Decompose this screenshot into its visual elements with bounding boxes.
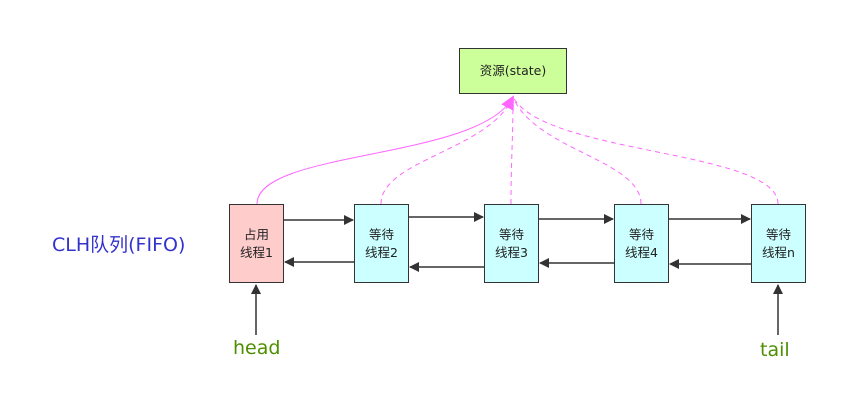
waiter3-to-resource-link	[510, 96, 514, 205]
waitern-to-resource-link	[512, 96, 779, 205]
thread-node-name: 线程n	[762, 244, 795, 260]
waiter4-to-resource-link	[512, 96, 642, 205]
resource-label: 资源(state)	[479, 63, 547, 78]
thread-node-status: 等待	[368, 226, 394, 242]
thread-node-name: 线程4	[625, 244, 658, 260]
thread-node-name: 线程1	[240, 244, 273, 260]
thread-node-2: 等待 线程2	[354, 204, 409, 283]
thread-node-status: 等待	[628, 226, 654, 242]
head-pointer-label: head	[233, 337, 281, 359]
thread-node-n: 等待 线程n	[751, 204, 806, 283]
waiter2-to-resource-link	[380, 96, 514, 205]
thread-node-status: 等待	[765, 226, 791, 242]
thread-node-1: 占用 线程1	[229, 204, 284, 283]
owner-to-resource-link	[256, 95, 514, 205]
queue-label: CLH队列(FIFO)	[52, 234, 186, 256]
tail-pointer-label: tail	[760, 339, 790, 361]
thread-node-status: 占用	[243, 226, 269, 242]
thread-node-name: 线程3	[495, 244, 528, 260]
thread-node-name: 线程2	[365, 244, 398, 260]
thread-node-status: 等待	[498, 226, 524, 242]
thread-node-4: 等待 线程4	[614, 204, 669, 283]
thread-node-3: 等待 线程3	[484, 204, 539, 283]
resource-state-box: 资源(state)	[459, 48, 567, 94]
